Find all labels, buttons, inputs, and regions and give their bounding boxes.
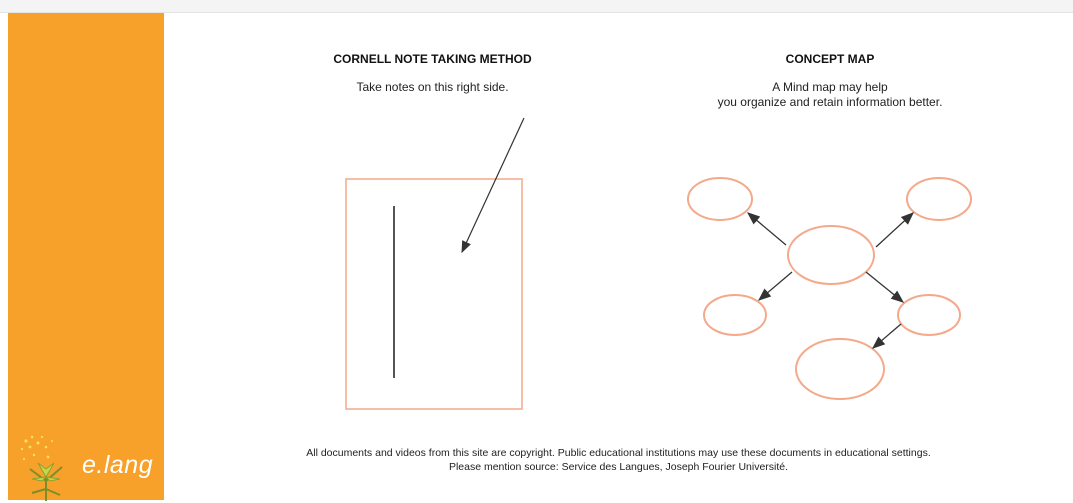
concept-node-bottom-left (703, 294, 767, 336)
footer-line-2: Please mention source: Service des Langu… (448, 461, 789, 473)
copyright-footer: All documents and videos from this site … (164, 446, 1073, 474)
cornell-subtitle: Take notes on this right side. (356, 80, 509, 94)
cornell-title: CORNELL NOTE TAKING METHOD (333, 52, 532, 66)
cornell-arrow (461, 117, 525, 254)
concept-arrow-to-top-right (875, 212, 914, 248)
concept-node-bottom (795, 338, 885, 400)
footer-line-1: All documents and videos from this site … (306, 447, 931, 459)
elang-logo[interactable]: e.lang (18, 433, 158, 503)
concept-node-center (787, 225, 875, 285)
concept-map-diagram (687, 177, 972, 400)
cornell-diagram (345, 117, 525, 410)
concept-arrow-to-bottom-right (865, 271, 905, 303)
concept-arrow-to-bottom (872, 323, 902, 349)
concept-map-subtitle-line1: A Mind map may help (772, 80, 888, 94)
concept-node-top-right (906, 177, 972, 221)
concept-node-top-left (687, 177, 753, 221)
concept-node-bottom-right (897, 294, 961, 336)
sidebar: e.lang (8, 13, 164, 503)
concept-arrow-to-bottom-left (758, 271, 793, 301)
elang-logo-text: e.lang (82, 451, 154, 479)
flower-logo-icon (20, 435, 63, 501)
concept-map-subtitle-line2: you organize and retain information bett… (717, 95, 943, 109)
cornell-page-outline (345, 178, 523, 410)
concept-arrow-to-top-left (747, 212, 787, 246)
concept-map-title: CONCEPT MAP (785, 52, 875, 66)
concept-map-subtitle: A Mind map may help you organize and ret… (660, 80, 1000, 110)
top-bar (0, 0, 1073, 13)
